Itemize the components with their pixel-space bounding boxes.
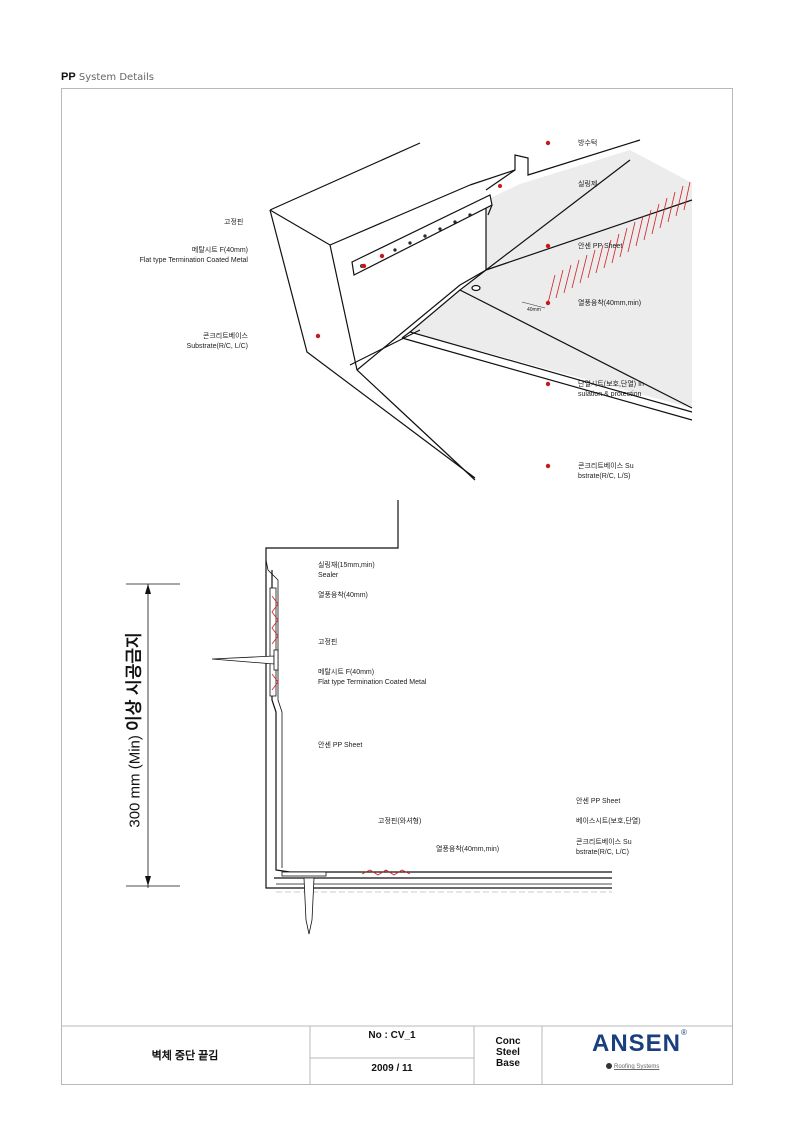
label-metal-sheet-2: 메탈시트 F(40mm) (318, 669, 375, 676)
base-type-2: Steel (496, 1047, 520, 1058)
drawing-title: 벽체 중단 끝김 (151, 1050, 219, 1062)
label-heat-weld-40: 열풍융착(40mm) (318, 592, 368, 599)
drawing-frame (61, 88, 733, 1085)
floor-washer (471, 284, 481, 292)
logo-dot-icon (606, 1063, 612, 1069)
pp-sheet-wall-edge (485, 159, 631, 271)
section-wall (265, 500, 612, 889)
label-insulation-2: sulation & protection (578, 391, 642, 398)
label-pp-sheet: 안센 PP Sheet (578, 243, 623, 250)
label-substrate-2: 콘크리트베이스 Su (578, 463, 634, 470)
header-title: System Details (78, 72, 155, 83)
label-pp-sheet-2: 안센 PP Sheet (318, 742, 363, 749)
label-metal-sheet: 메탈시트 F(40mm) (191, 247, 248, 254)
label-heat-weld-min: 열풍융착(40mm,min) (436, 846, 500, 853)
dimension-label: 300 mm (Min) 이상 시공금지 (112, 605, 152, 855)
label-metal-sheet-en: Flat type Termination Coated Metal (139, 257, 248, 264)
page-header: PP System Details (61, 71, 154, 83)
dimension-value: 300 mm (Min) (126, 735, 144, 828)
floor-sheet-edge (485, 199, 693, 271)
dimension-note: 이상 시공금지 (124, 632, 144, 731)
base-type-1: Conc (495, 1036, 521, 1047)
section-fixing-pin (211, 655, 275, 665)
wall-inner-vertical (329, 244, 476, 481)
isometric-detail (269, 139, 693, 481)
label-metal-sheet-2-en: Flat type Termination Coated Metal (318, 679, 427, 686)
section-floor-pin (303, 877, 315, 935)
pp-sheet-area (410, 150, 692, 408)
label-substrate-2b: bstrate(R/C, L/S) (578, 473, 631, 480)
label-substrate: 콘크리트베이스 (202, 333, 248, 340)
wall-top-inner (469, 169, 516, 186)
termination-bar (351, 194, 493, 276)
label-sealer-en: Sealer (318, 572, 339, 579)
heat-weld-hatch (547, 181, 691, 304)
wall-side (269, 209, 476, 479)
label-base-sheet: 베이스시트(보호,단열) (576, 818, 641, 825)
leader-dots-top (315, 140, 551, 469)
drawing-date: 2009 / 11 (371, 1063, 413, 1074)
section-weld-marks (271, 595, 411, 876)
label-substrate-3b: bstrate(R/C, L/C) (576, 849, 629, 856)
label-sealer: 실링재(15mm,min) (318, 562, 375, 569)
label-fixing-pin-2: 고정핀 (318, 639, 338, 646)
label-insulation: 단열시트(보호,단열) In (578, 381, 644, 388)
label-substrate-en: Substrate(R/C, L/C) (186, 343, 248, 350)
label-heat-weld: 열풍융착(40mm,min) (578, 300, 642, 307)
logo-subtitle: Roofing Systems (614, 1064, 660, 1070)
ansen-logo: ANSEN (592, 1030, 682, 1057)
wall-inner-face (356, 200, 487, 371)
label-substrate-3: 콘크리트베이스 Su (576, 839, 632, 846)
base-type: Conc Steel Base (476, 1036, 540, 1069)
label-flashing: 방수턱 (578, 140, 598, 147)
label-dim-40mm: 40mm (527, 307, 541, 313)
label-fixing-pin: 고정핀 (224, 219, 244, 226)
section-membrane (271, 570, 612, 873)
base-type-3: Base (496, 1058, 520, 1069)
drawing-number: No : CV_1 (368, 1030, 416, 1041)
header-brand: PP (61, 71, 76, 83)
label-pp-sheet-3: 안센 PP Sheet (576, 798, 621, 805)
wall-front-edge (269, 184, 471, 246)
wall-outer-edge (269, 142, 421, 211)
substrate-line (401, 337, 693, 421)
flashing-profile (485, 139, 641, 191)
label-fixing-pin-washer: 고정핀(와셔형) (378, 818, 422, 825)
label-sealant: 실링제 (578, 181, 598, 188)
dim-40mm (521, 301, 546, 309)
registered-mark: ® (681, 1028, 687, 1037)
section-washer (281, 871, 327, 877)
